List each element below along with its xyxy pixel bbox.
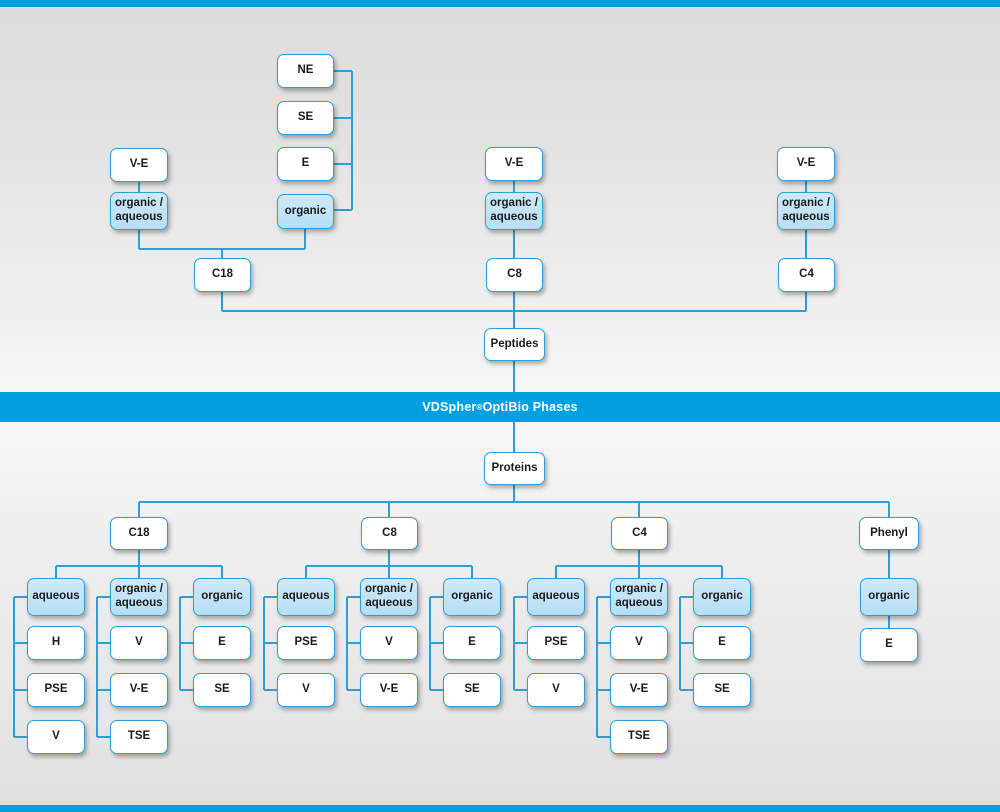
product-banner: VDSpher® OptiBio Phases	[0, 392, 1000, 422]
node-proteins-root[interactable]: Proteins	[484, 452, 545, 485]
node-proteins-phase-phenyl[interactable]: Phenyl	[859, 517, 919, 550]
registered-trademark-icon: ®	[476, 402, 483, 412]
node-peptides-c18-organic-ne[interactable]: NE	[277, 54, 334, 88]
node-peptides-c8-ve[interactable]: V-E	[485, 147, 543, 181]
node-proteins-c8-organic-item-2[interactable]: SE	[443, 673, 501, 707]
bottom-accent-bar	[0, 805, 1000, 812]
node-proteins-c8-group-organic[interactable]: organic	[443, 578, 501, 616]
node-proteins-c8-aqueous-item-2[interactable]: V	[277, 673, 335, 707]
node-proteins-c4-organic-aqueous-item-2[interactable]: V-E	[610, 673, 668, 707]
node-peptides-c4-modifier-organic-aqueous[interactable]: organic / aqueous	[777, 192, 835, 230]
node-proteins-c18-aqueous-item-2[interactable]: PSE	[27, 673, 85, 707]
node-proteins-c18-organic-item-2[interactable]: SE	[193, 673, 251, 707]
node-proteins-c18-group-aqueous[interactable]: aqueous	[27, 578, 85, 616]
node-proteins-c8-group-aqueous[interactable]: aqueous	[277, 578, 335, 616]
banner-text-after: OptiBio Phases	[482, 400, 578, 414]
node-proteins-c8-aqueous-item-1[interactable]: PSE	[277, 626, 335, 660]
node-peptides-c8-modifier-organic-aqueous[interactable]: organic / aqueous	[485, 192, 543, 230]
node-proteins-c4-aqueous-item-1[interactable]: PSE	[527, 626, 585, 660]
node-proteins-c8-organic-aqueous-item-2[interactable]: V-E	[360, 673, 418, 707]
node-peptides-c18-organic-se[interactable]: SE	[277, 101, 334, 135]
node-peptides-root[interactable]: Peptides	[484, 328, 545, 361]
node-peptides-c18-modifier-organic-aqueous[interactable]: organic / aqueous	[110, 192, 168, 230]
node-peptides-c18-modifier-organic[interactable]: organic	[277, 194, 334, 229]
node-proteins-c18-aqueous-item-1[interactable]: H	[27, 626, 85, 660]
node-proteins-c4-organic-aqueous-item-1[interactable]: V	[610, 626, 668, 660]
node-proteins-c4-organic-aqueous-item-3[interactable]: TSE	[610, 720, 668, 754]
node-proteins-c18-organic-aqueous-item-3[interactable]: TSE	[110, 720, 168, 754]
node-peptides-phase-c18[interactable]: C18	[194, 258, 251, 292]
node-peptides-c18-organic-e[interactable]: E	[277, 147, 334, 181]
node-proteins-phase-c18[interactable]: C18	[110, 517, 168, 550]
node-proteins-c18-aqueous-item-3[interactable]: V	[27, 720, 85, 754]
node-proteins-phenyl-group-organic[interactable]: organic	[860, 578, 918, 616]
node-peptides-c4-ve[interactable]: V-E	[777, 147, 835, 181]
node-proteins-c4-aqueous-item-2[interactable]: V	[527, 673, 585, 707]
node-peptides-phase-c4[interactable]: C4	[778, 258, 835, 292]
node-proteins-c4-organic-item-1[interactable]: E	[693, 626, 751, 660]
top-accent-bar	[0, 0, 1000, 7]
node-proteins-c8-organic-item-1[interactable]: E	[443, 626, 501, 660]
node-proteins-c18-organic-aqueous-item-1[interactable]: V	[110, 626, 168, 660]
node-proteins-c4-group-organic-aqueous[interactable]: organic / aqueous	[610, 578, 668, 616]
node-proteins-c18-group-organic[interactable]: organic	[193, 578, 251, 616]
node-peptides-phase-c8[interactable]: C8	[486, 258, 543, 292]
node-proteins-c8-organic-aqueous-item-1[interactable]: V	[360, 626, 418, 660]
node-proteins-c4-group-organic[interactable]: organic	[693, 578, 751, 616]
node-proteins-c8-group-organic-aqueous[interactable]: organic / aqueous	[360, 578, 418, 616]
node-proteins-phase-c4[interactable]: C4	[611, 517, 668, 550]
node-proteins-c18-organic-aqueous-item-2[interactable]: V-E	[110, 673, 168, 707]
banner-text-before: VDSpher	[422, 400, 477, 414]
node-proteins-c18-organic-item-1[interactable]: E	[193, 626, 251, 660]
node-proteins-phenyl-organic-item-1[interactable]: E	[860, 628, 918, 662]
node-proteins-c18-group-organic-aqueous[interactable]: organic / aqueous	[110, 578, 168, 616]
node-proteins-phase-c8[interactable]: C8	[361, 517, 418, 550]
node-proteins-c4-organic-item-2[interactable]: SE	[693, 673, 751, 707]
node-peptides-c18-ve[interactable]: V-E	[110, 148, 168, 182]
node-proteins-c4-group-aqueous[interactable]: aqueous	[527, 578, 585, 616]
